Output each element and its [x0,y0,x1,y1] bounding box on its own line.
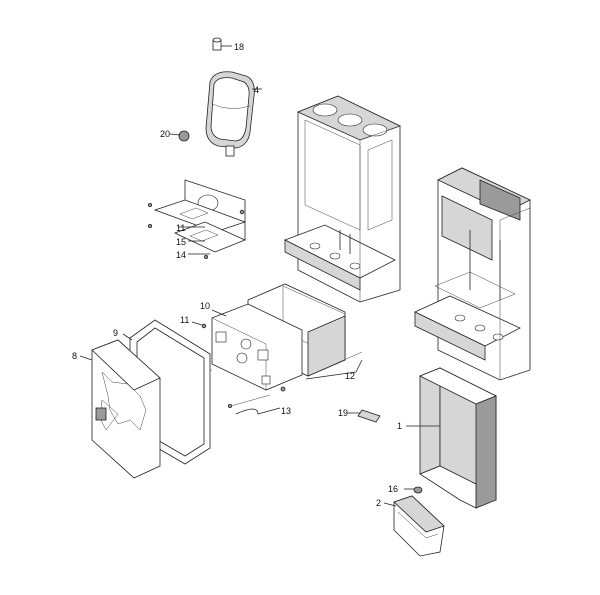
part-11-screw [191,321,207,329]
part-16-clip [404,486,423,494]
part-4-expansion-vessel [205,71,262,157]
callout-13: 13 [281,406,291,416]
callout-12: 12 [345,371,355,381]
part-13-screws [227,394,281,415]
callout-19: 19 [338,408,348,418]
callout-14: 14 [176,250,186,260]
part-1-casing [406,367,497,509]
part-19-sensor [348,409,381,423]
callout-11-upper: 11 [176,223,185,233]
part-8-front-cover [79,339,161,479]
part-bracket-assembly [147,179,247,259]
callout-8: 8 [72,351,77,361]
callout-2: 2 [376,498,381,508]
callout-11-lower: 11 [180,315,189,325]
part-18-cap [212,37,232,51]
callout-10: 10 [200,301,210,311]
callout-20: 20 [160,129,170,139]
callout-15: 15 [176,237,186,247]
part-2-lower-cover [383,495,445,557]
part-20-valve [169,130,190,142]
part-main-frame [284,95,402,303]
callout-4: 4 [254,85,259,95]
callout-16: 16 [388,484,398,494]
part-10-inner-panel [172,303,303,392]
callout-18: 18 [234,42,244,52]
callout-1: 1 [397,421,402,431]
part-right-frame [414,167,531,381]
callout-9: 9 [113,328,118,338]
